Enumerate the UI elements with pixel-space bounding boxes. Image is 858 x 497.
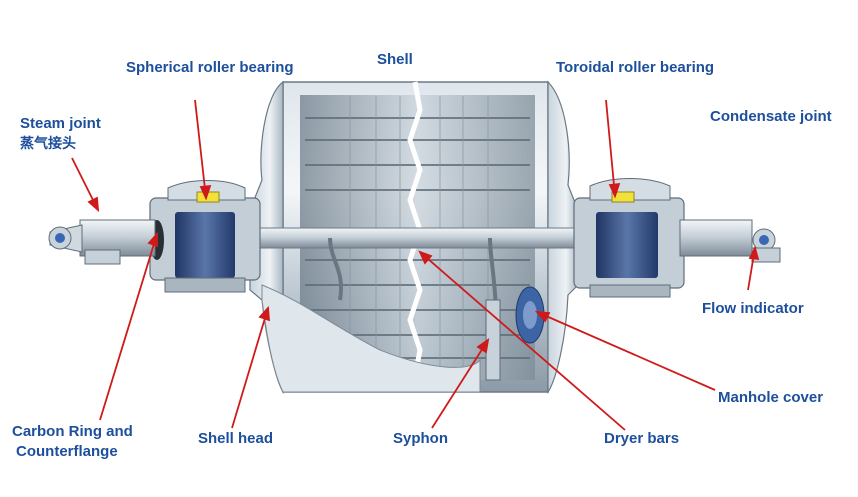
label-shell-head: Shell head — [198, 430, 274, 447]
right-bearing-housing — [573, 178, 685, 298]
label-carbon-ring-line1: Carbon Ring and — [12, 423, 133, 440]
label-dryer-bars: Dryer bars — [604, 430, 680, 447]
siphon-assembly — [328, 237, 501, 381]
label-manhole-cover: Manhole cover — [718, 389, 824, 406]
pointer-lines — [71, 99, 760, 431]
label-condensate-joint: Condensate joint — [710, 108, 832, 125]
journal-shaft — [239, 227, 596, 249]
label-steam-joint: Steam joint — [20, 115, 101, 132]
steam-joint-assembly — [48, 219, 156, 265]
label-carbon-ring-line2: Counterflange — [16, 443, 118, 460]
pointer-carbon-ring — [99, 233, 158, 421]
condensate-joint-assembly — [679, 219, 781, 263]
pointer-spherical-bearing — [194, 99, 207, 199]
label-syphon: Syphon — [393, 430, 448, 447]
pointer-toroidal-bearing — [605, 99, 616, 197]
label-flow-indicator: Flow indicator — [702, 300, 804, 317]
pointer-syphon — [431, 339, 489, 429]
manhole-cover — [515, 286, 545, 344]
pointer-dryer-bars — [419, 251, 626, 431]
pointer-manhole-cover — [536, 311, 716, 391]
label-shell: Shell — [377, 51, 413, 68]
label-steam-joint-cn: 蒸气接头 — [20, 136, 76, 152]
pointer-shell-head — [231, 307, 269, 429]
label-toroidal-roller-bearing: Toroidal roller bearing — [556, 59, 715, 76]
label-spherical-roller-bearing: Spherical roller bearing — [126, 59, 294, 76]
